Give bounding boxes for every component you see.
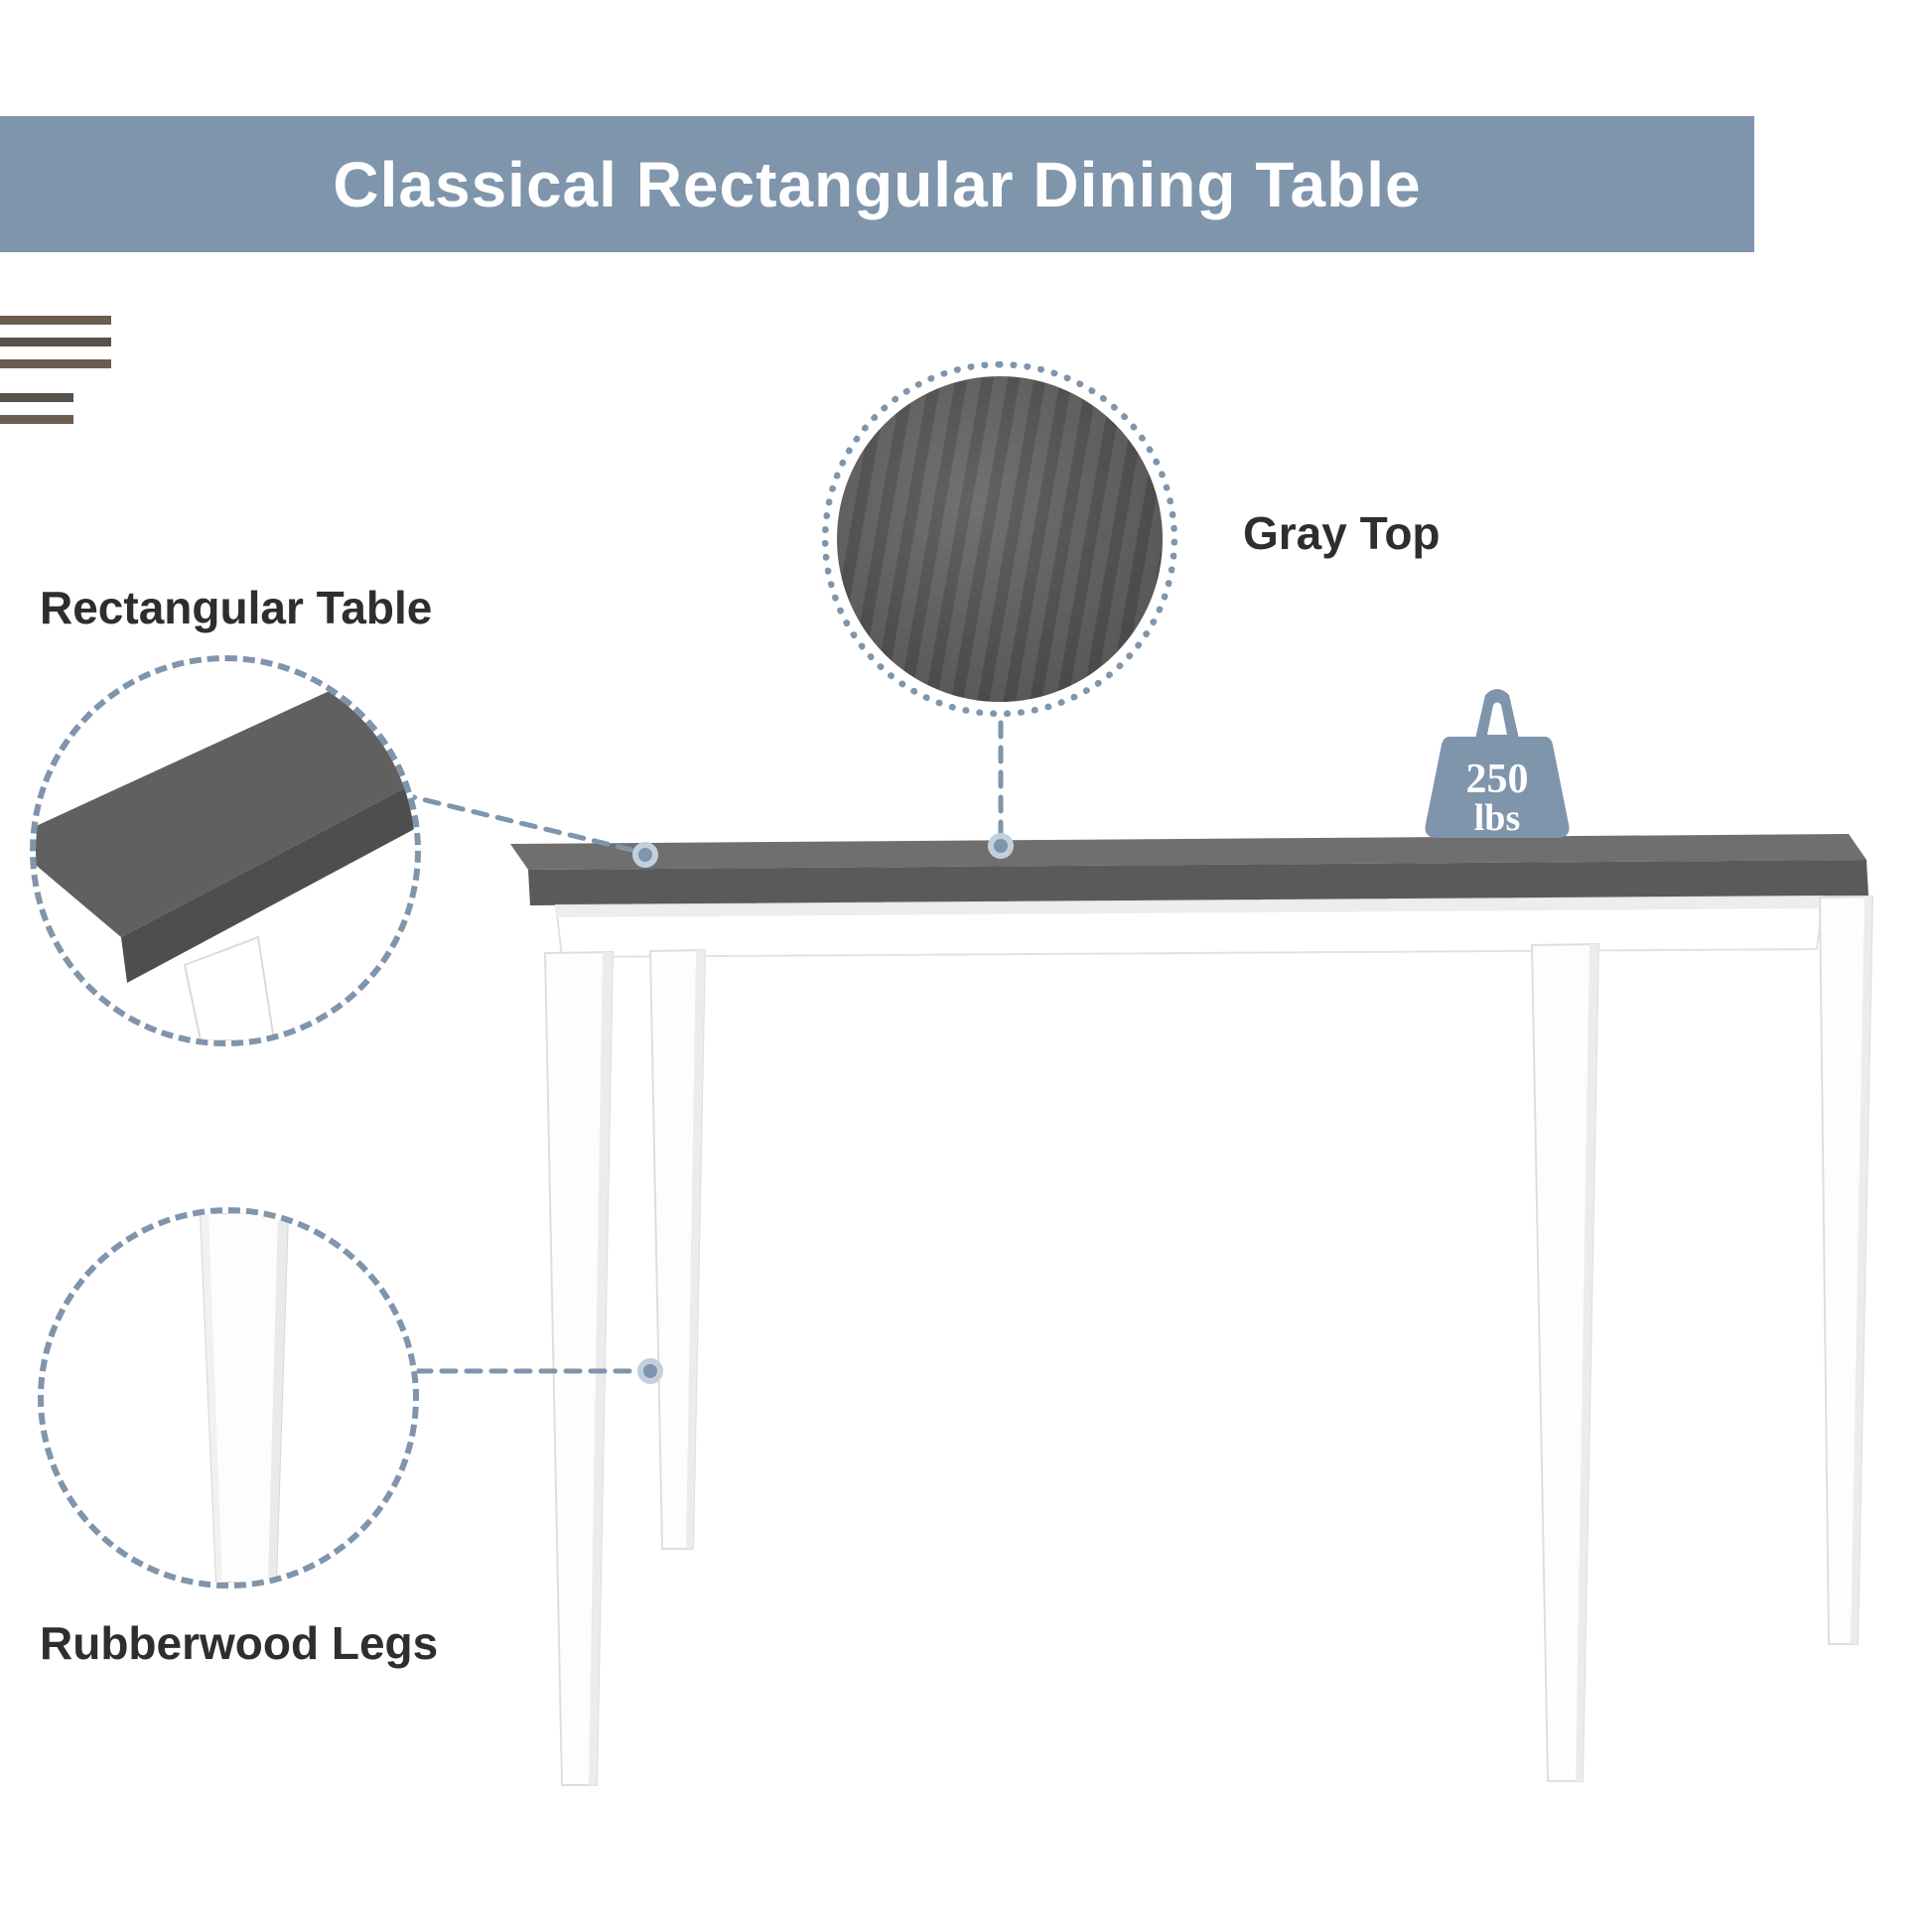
gray-top-texture	[837, 376, 1163, 702]
gray-top-label: Gray Top	[1243, 507, 1441, 559]
zoom-leg-shade-right	[268, 1213, 288, 1583]
rubberwood-legs-label: Rubberwood Legs	[40, 1617, 439, 1669]
weight-icon: 250 lbs	[1425, 689, 1570, 839]
zoom-corner-leg	[183, 935, 276, 1040]
page-title: Classical Rectangular Dining Table	[333, 148, 1422, 220]
table-top-surface	[510, 834, 1866, 870]
table-top-edge	[528, 860, 1868, 905]
zoom-tabletop-edge	[121, 782, 415, 983]
decor-line	[0, 415, 73, 424]
gray-top-zoom-circle	[822, 361, 1177, 717]
leg-zoom-art	[199, 1213, 290, 1583]
connector-dot-gray-top	[988, 833, 1014, 859]
leg-zoom-circle	[38, 1207, 419, 1588]
decor-lines-bottom	[0, 393, 73, 437]
zoom-tabletop	[36, 689, 415, 937]
connector-dot-leg	[637, 1358, 663, 1384]
weight-body	[1425, 737, 1570, 838]
weight-unit: lbs	[1474, 797, 1520, 839]
table-leg-front-right-shade	[1576, 944, 1598, 1781]
decor-lines-top	[0, 316, 111, 381]
table-apron-shadow	[556, 897, 1823, 917]
decor-line	[0, 338, 111, 346]
weight-handle	[1475, 689, 1519, 739]
title-banner: Classical Rectangular Dining Table	[0, 116, 1754, 252]
table-corner-zoom-art	[36, 689, 415, 1040]
connector-table-corner	[398, 791, 634, 853]
rectangular-table-label: Rectangular Table	[40, 582, 433, 633]
table-corner-zoom-circle	[30, 655, 421, 1046]
table-leg-rear-right-shade	[1851, 897, 1872, 1644]
decor-line	[0, 393, 73, 402]
zoom-leg-shade-left	[201, 1213, 222, 1583]
table-leg-rear-left-shade	[686, 950, 705, 1549]
weight-value: 250	[1466, 757, 1529, 802]
decor-line	[0, 316, 111, 325]
decor-line	[0, 359, 111, 368]
connector-dot-table-corner	[632, 842, 658, 868]
